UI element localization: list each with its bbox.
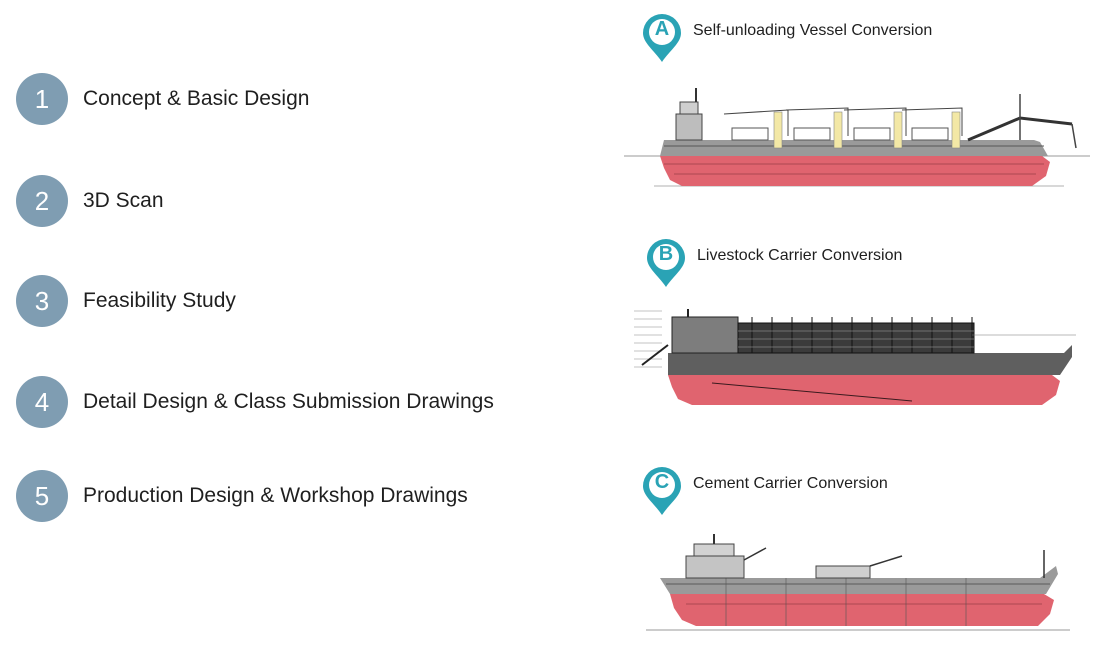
conversion-title: Self-unloading Vessel Conversion [693, 22, 933, 39]
step-label: Detail Design & Class Submission Drawing… [83, 390, 494, 413]
step-label: 3D Scan [83, 189, 164, 212]
pin-letter: B [658, 243, 674, 265]
step-label: Production Design & Workshop Drawings [83, 484, 468, 507]
conversion-title: Cement Carrier Conversion [693, 475, 888, 492]
conversion-title: Livestock Carrier Conversion [697, 247, 903, 264]
step-number-badge: 1 [16, 73, 68, 125]
step-5: 5 Production Design & Workshop Drawings [16, 470, 468, 522]
step-label: Feasibility Study [83, 289, 236, 312]
map-pin-icon: B [645, 237, 687, 289]
pin-letter: A [654, 18, 670, 40]
conversion-a-heading: A Self-unloading Vessel Conversion [641, 12, 932, 68]
cement-carrier-drawing [646, 534, 1070, 631]
map-pin-icon: A [641, 12, 683, 64]
step-number-badge: 3 [16, 275, 68, 327]
step-number-badge: 2 [16, 175, 68, 227]
self-unloading-vessel-drawing [624, 88, 1090, 187]
conversion-c-heading: C Cement Carrier Conversion [641, 465, 888, 521]
livestock-carrier-drawing [634, 309, 1076, 405]
step-4: 4 Detail Design & Class Submission Drawi… [16, 376, 494, 428]
map-pin-icon: C [641, 465, 683, 517]
step-3: 3 Feasibility Study [16, 275, 236, 327]
step-label: Concept & Basic Design [83, 87, 310, 110]
step-number-badge: 4 [16, 376, 68, 428]
step-2: 2 3D Scan [16, 175, 164, 227]
step-1: 1 Concept & Basic Design [16, 73, 309, 125]
step-number-badge: 5 [16, 470, 68, 522]
conversion-b-heading: B Livestock Carrier Conversion [645, 237, 902, 293]
pin-letter: C [654, 471, 670, 493]
